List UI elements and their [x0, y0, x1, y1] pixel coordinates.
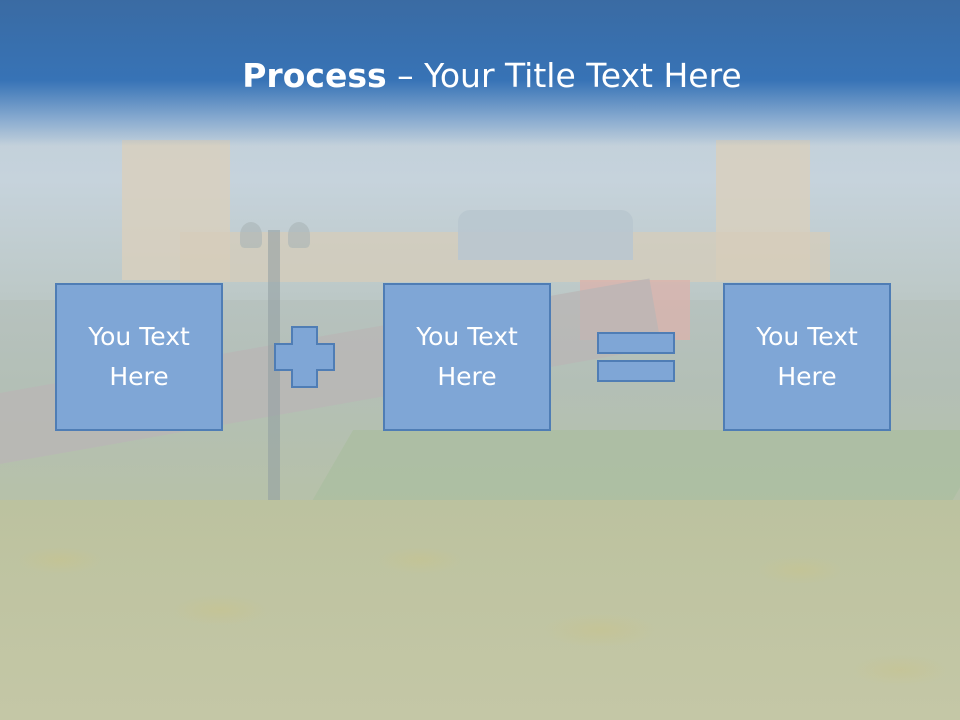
box-3-line-1: You Text [756, 322, 858, 351]
header-band [0, 0, 960, 146]
equals-bar-top [597, 332, 675, 354]
process-box-1[interactable]: You Text Here [55, 283, 223, 431]
process-box-2[interactable]: You Text Here [383, 283, 551, 431]
equals-bar-bottom [597, 360, 675, 382]
box-3-line-2: Here [777, 362, 837, 391]
box-2-line-1: You Text [416, 322, 518, 351]
box-2-line-2: Here [437, 362, 497, 391]
box-1-line-2: Here [109, 362, 169, 391]
title-rest: – Your Title Text Here [386, 56, 742, 95]
box-1-line-1: You Text [88, 322, 190, 351]
title-bold: Process [242, 56, 387, 95]
slide-title[interactable]: Process – Your Title Text Here [0, 54, 960, 98]
process-box-3[interactable]: You Text Here [723, 283, 891, 431]
